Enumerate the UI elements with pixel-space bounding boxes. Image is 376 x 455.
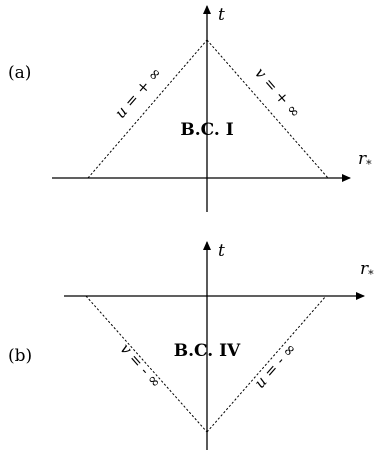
panel-a: (a) t r* u = + ∞ v = + ∞ B.C. I xyxy=(8,5,372,212)
panel-b: (b) t r* v = - ∞ u = - ∞ B.C. IV xyxy=(8,241,374,450)
panel-b-region-label: B.C. IV xyxy=(174,341,241,361)
panel-b-right-boundary-label: u = - ∞ xyxy=(251,339,300,391)
panel-a-space-axis-label: r* xyxy=(358,149,372,171)
panel-a-time-axis-label: t xyxy=(218,5,225,25)
panel-b-time-axis-label: t xyxy=(218,241,225,261)
panel-b-right-null-boundary xyxy=(206,295,327,433)
panel-a-left-boundary-label: u = + ∞ xyxy=(111,64,165,122)
panel-a-right-boundary-label: v = + ∞ xyxy=(251,64,304,121)
panel-a-region-label: B.C. I xyxy=(180,120,233,140)
panel-a-left-null-boundary xyxy=(87,39,208,179)
panel-a-label: (a) xyxy=(8,63,31,83)
panel-b-left-boundary-label: v = - ∞ xyxy=(116,340,165,392)
panel-a-right-null-boundary xyxy=(206,39,329,179)
panel-b-label: (b) xyxy=(8,346,32,366)
panel-b-space-axis-label: r* xyxy=(360,259,374,281)
panel-b-left-null-boundary xyxy=(85,295,208,433)
